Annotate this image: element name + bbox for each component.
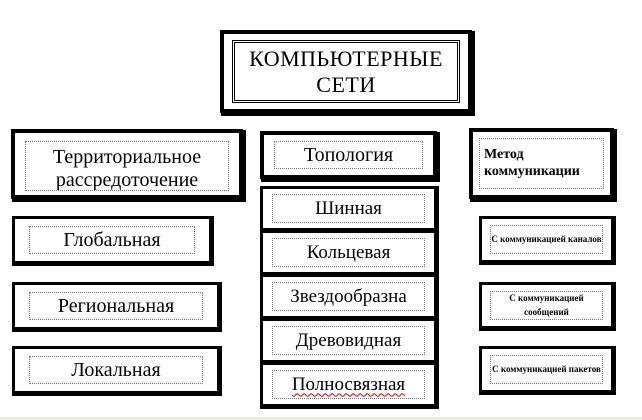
topology-header-inner: Топология (274, 141, 423, 169)
left-item-global-label: Глобальная (63, 228, 161, 251)
territorial-header-inner: Территориальное рассредоточение (25, 141, 229, 191)
center-item-bus: Шинная (260, 186, 437, 231)
right-item-messages: С коммуникацией сообщений (479, 282, 614, 329)
left-item-global: Глобальная (12, 216, 212, 264)
title-inner: КОМПЬЮТЕРНЫЕ СЕТИ (232, 40, 460, 103)
left-item-local: Локальная (12, 346, 220, 394)
center-item-mesh-inner: Полносвязная (272, 370, 425, 399)
center-item-star-label: Звездообразна (290, 285, 407, 307)
right-item-channels-label: С коммуникацией каналов (491, 233, 602, 244)
right-item-packets: С коммуникацией пакетов (479, 346, 614, 393)
center-item-ring-inner: Кольцевая (272, 238, 425, 267)
left-item-regional-inner: Региональная (29, 292, 203, 320)
left-item-regional-label: Региональная (57, 294, 175, 317)
left-item-local-label: Локальная (71, 358, 161, 381)
center-item-star: Звездообразна (260, 274, 437, 319)
left-item-regional: Региональная (12, 282, 220, 330)
center-item-ring-label: Кольцевая (306, 241, 391, 263)
method-header-box: Метод коммуникации (469, 128, 614, 199)
title-box: КОМПЬЮТЕРНЫЕ СЕТИ (220, 30, 472, 113)
territorial-header-label: Территориальное рассредоточение (52, 146, 202, 191)
center-item-mesh: Полносвязная (260, 362, 437, 407)
right-item-messages-inner: С коммуникацией сообщений (490, 291, 603, 320)
right-item-packets-inner: С коммуникацией пакетов (490, 355, 603, 384)
center-item-tree-inner: Древовидная (272, 326, 425, 355)
center-item-star-inner: Звездообразна (272, 282, 425, 311)
title-line-2: СЕТИ (316, 71, 376, 97)
right-item-packets-label: С коммуникацией пакетов (492, 363, 601, 374)
center-item-tree: Древовидная (260, 318, 437, 363)
right-item-channels-inner: С коммуникацией каналов (490, 225, 603, 254)
topology-header-label: Топология (303, 143, 394, 166)
bottom-strip (0, 417, 642, 420)
right-item-messages-label: С коммуникацией сообщений (509, 293, 584, 317)
topology-header-box: Топология (260, 131, 437, 179)
method-header-label: Метод коммуникации (484, 146, 580, 179)
left-item-local-inner: Локальная (29, 356, 203, 384)
center-item-mesh-label: Полносвязная (291, 373, 406, 395)
territorial-header-box: Территориальное рассредоточение (11, 129, 243, 199)
center-item-ring: Кольцевая (260, 230, 437, 275)
center-item-bus-label: Шинная (315, 197, 382, 219)
title-line-1: КОМПЬЮТЕРНЫЕ (249, 46, 443, 72)
center-item-tree-label: Древовидная (295, 329, 402, 351)
method-header-inner: Метод коммуникации (479, 138, 604, 189)
left-item-global-inner: Глобальная (29, 226, 195, 254)
center-item-bus-inner: Шинная (272, 194, 425, 223)
right-item-channels: С коммуникацией каналов (479, 216, 614, 263)
